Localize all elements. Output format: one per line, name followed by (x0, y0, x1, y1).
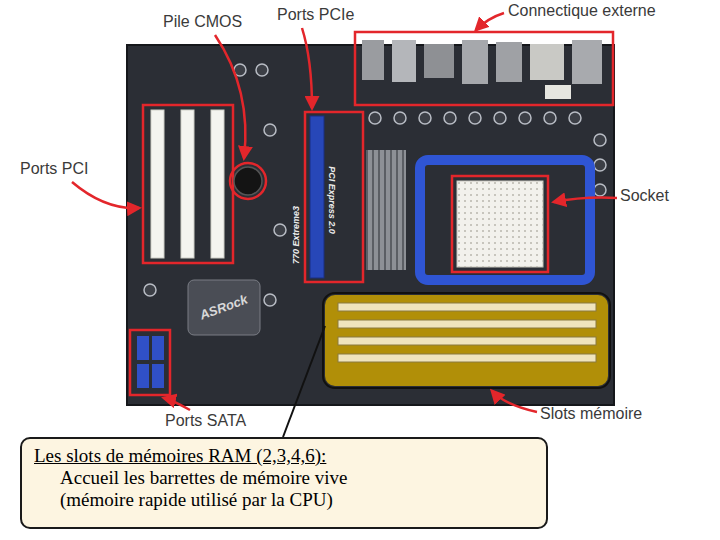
part-label: Slots mémoire (540, 405, 642, 423)
io-ports (362, 40, 602, 99)
memory-slots (338, 303, 596, 362)
pcb (127, 45, 614, 405)
cpu-socket (457, 181, 543, 267)
caption-body: Accueil les barrettes de mémoire vive (m… (60, 467, 422, 511)
caption-leader (283, 326, 325, 437)
pci-slots (151, 110, 224, 258)
part-label: Connectique externe (508, 2, 656, 20)
part-label: Pile CMOS (163, 13, 242, 31)
heatsink (366, 150, 406, 270)
board-marking: PCI Express 2.0 (327, 166, 337, 234)
leader-arrows (72, 13, 617, 412)
sata-ports (137, 336, 164, 388)
pcie-slot (310, 116, 324, 278)
part-label: Ports PCI (20, 160, 88, 178)
caption-heading: Les slots de mémoires RAM (2,3,4,6): (34, 445, 326, 467)
caption-box: Les slots de mémoires RAM (2,3,4,6):Accu… (20, 437, 548, 529)
part-label: Socket (620, 187, 669, 205)
capacitors (144, 64, 606, 306)
socket-frame (420, 160, 590, 280)
board-marking: 770 Extreme3 (291, 206, 301, 264)
part-label: Ports PCIe (277, 6, 354, 24)
chipset-heatsink (188, 280, 260, 335)
cmos-battery (234, 167, 262, 195)
memory-highlight (325, 295, 608, 386)
part-label: Ports SATA (165, 412, 246, 430)
